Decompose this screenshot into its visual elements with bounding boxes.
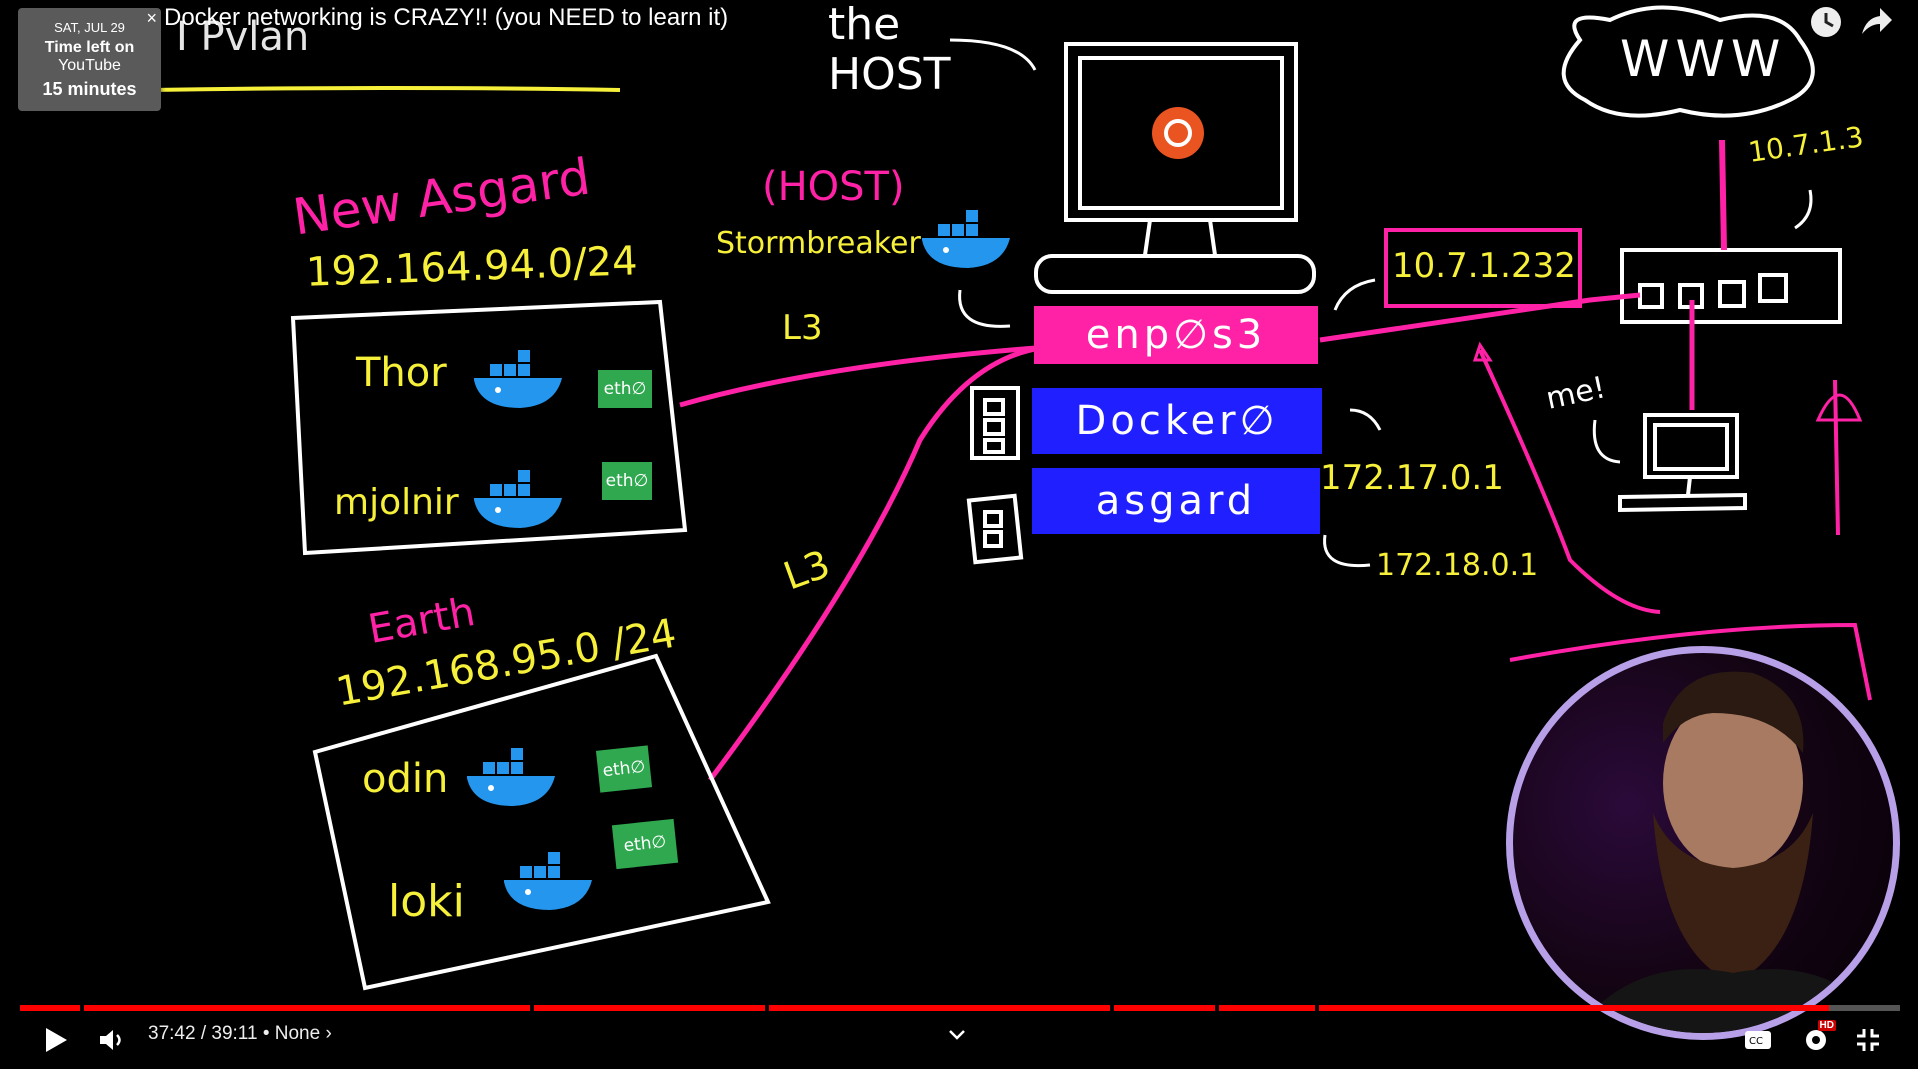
captions-button[interactable]: CC <box>1740 1022 1776 1058</box>
clock-icon[interactable] <box>1808 4 1844 40</box>
chapter-divider <box>1215 1005 1219 1011</box>
eth-tag: eth∅ <box>611 818 679 870</box>
close-icon[interactable]: × <box>146 8 157 28</box>
svg-text:CC: CC <box>1749 1036 1763 1047</box>
progress-played <box>20 1005 1829 1011</box>
docker-whale-icon <box>470 350 565 412</box>
host-ip: 10.7.1.232 <box>1392 246 1576 286</box>
time-display: 37:42 / 39:11 • None › <box>148 1023 332 1045</box>
video-title[interactable]: Docker networking is CRAZY!! (you NEED t… <box>164 4 729 31</box>
container-loki: loki <box>388 876 465 927</box>
host-computer-drawing <box>1034 42 1316 294</box>
docker-whale-icon <box>470 470 565 532</box>
exit-fullscreen-button[interactable] <box>1850 1022 1886 1058</box>
chapter-divider <box>1110 1005 1114 1011</box>
settings-button[interactable]: HD <box>1796 1020 1836 1058</box>
reminder-date: SAT, JUL 29 <box>54 20 125 35</box>
interface-asgard: asgard <box>1032 468 1320 534</box>
container-mjolnir: mjolnir <box>334 482 459 523</box>
share-icon[interactable] <box>1858 4 1894 40</box>
reminder-line2: YouTube <box>58 57 121 74</box>
eth-tag: eth∅ <box>598 370 652 408</box>
chapter-divider <box>765 1005 769 1011</box>
container-thor: Thor <box>356 350 447 396</box>
time-current-duration: 37:42 / 39:11 <box>148 1023 258 1044</box>
settings-icon <box>1806 1030 1826 1050</box>
volume-button[interactable] <box>94 1022 130 1058</box>
whiteboard-drawing <box>149 5 1872 991</box>
host-tag: (HOST) <box>762 164 905 210</box>
l3-label: L3 <box>782 308 823 348</box>
asgard-ip: 172.18.0.1 <box>1376 548 1539 583</box>
chapter-button[interactable]: • None › <box>262 1023 332 1044</box>
chapter-divider <box>80 1005 84 1011</box>
stormbreaker-label: Stormbreaker <box>716 226 921 261</box>
volume-icon <box>100 1030 121 1050</box>
hd-badge: HD <box>1817 1020 1836 1031</box>
docker-whale-icon <box>918 210 1013 272</box>
chevron-down-icon[interactable] <box>942 1020 972 1050</box>
ubuntu-logo-icon <box>1152 107 1204 159</box>
container-odin: odin <box>362 756 449 802</box>
eth-tag: eth∅ <box>602 462 652 500</box>
chapter-divider <box>1315 1005 1319 1011</box>
interface-docker0: Docker∅ <box>1032 388 1322 454</box>
presenter-silhouette <box>1573 671 1893 1033</box>
docker-whale-icon <box>500 852 595 914</box>
docker-whale-icon <box>463 748 558 810</box>
reminder-time-left: 15 minutes <box>42 79 137 99</box>
eth-tag: eth∅ <box>595 745 653 793</box>
host-label: the HOST <box>828 0 951 100</box>
www-label: WWW <box>1620 30 1787 88</box>
play-icon <box>46 1028 67 1052</box>
time-limit-reminder: SAT, JUL 29 Time left on YouTube 15 minu… <box>18 8 161 111</box>
chapter-divider <box>530 1005 534 1011</box>
interface-enp0s3: enp∅s3 <box>1034 306 1318 364</box>
play-button[interactable] <box>38 1022 74 1058</box>
reminder-line1: Time left on <box>44 39 135 56</box>
progress-bar[interactable] <box>20 1005 1900 1011</box>
exit-fullscreen-icon <box>1857 1029 1879 1051</box>
presenter-webcam <box>1506 646 1900 1040</box>
header-left-text: I Pvlan <box>176 14 310 60</box>
captions-icon: CC <box>1745 1031 1771 1049</box>
docker0-ip: 172.17.0.1 <box>1320 458 1504 498</box>
